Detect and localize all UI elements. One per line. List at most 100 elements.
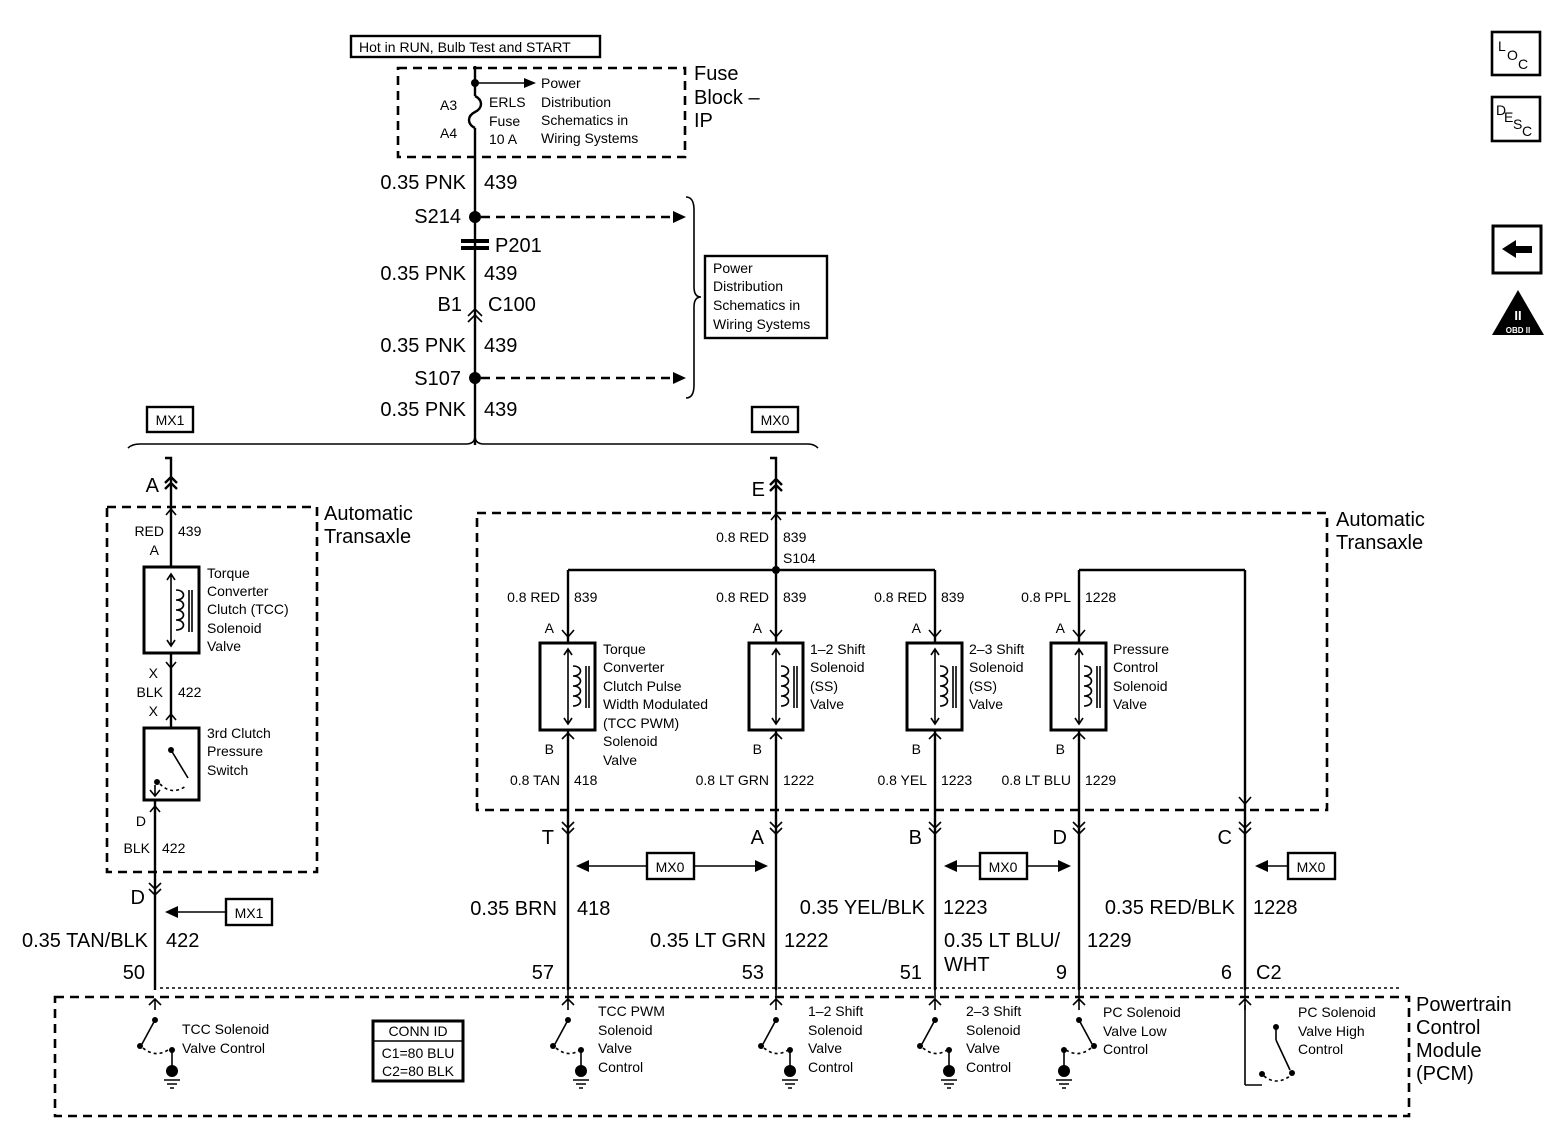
mx0-box-3	[1286, 851, 1337, 881]
right-feed-gauge: 0.8 RED	[716, 529, 769, 545]
sol4-coil-icon	[1083, 665, 1093, 707]
sol3-label-1: 2–3 Shift	[969, 641, 1024, 657]
sol2-pin-a: A	[753, 620, 763, 636]
sol2-a-mark	[769, 629, 783, 639]
driver4-label-4: Control	[966, 1059, 1011, 1075]
tcc-label-5: Valve	[207, 638, 241, 654]
left-pin-d: D	[136, 813, 146, 829]
feed-wire1-gauge: 0.35 PNK	[380, 172, 466, 194]
driver3-label-4: Control	[808, 1059, 853, 1075]
obd-ii-icon[interactable]: II OBD II	[1492, 290, 1544, 335]
pcm-title-2: Control	[1416, 1017, 1480, 1039]
driver1-arc	[142, 1047, 169, 1055]
pcm-pin-57: 57	[532, 962, 554, 984]
pds-box-line-1: Power	[713, 260, 753, 276]
left-trans-title-2: Transaxle	[324, 526, 411, 548]
sol4-in-circuit: 1228	[1085, 589, 1116, 605]
sol3-label-2: Solenoid	[969, 659, 1024, 675]
driver5-blade	[1078, 1019, 1093, 1045]
left-wire-top-color: RED	[134, 523, 164, 539]
sol1-in-circuit: 839	[574, 589, 598, 605]
w418-circuit: 418	[577, 898, 610, 920]
sol2-out-circuit: 1222	[783, 772, 814, 788]
switch-label-3: Switch	[207, 762, 248, 778]
pcm-d-pin: D	[131, 887, 145, 909]
hot-label: Hot in RUN, Bulb Test and START	[359, 39, 571, 55]
p201-connector-top	[461, 239, 489, 243]
left-entry-pin: A	[146, 475, 160, 497]
sol3-out-gauge: 0.8 YEL	[877, 772, 927, 788]
sol4-label-2: Control	[1113, 659, 1158, 675]
left-d-connector-icon	[148, 882, 162, 897]
sol1-out-gauge: 0.8 TAN	[510, 772, 560, 788]
feed-wire4-circuit: 439	[484, 399, 517, 421]
left-mid-color: BLK	[137, 684, 164, 700]
mx0-arrow2-left-icon	[944, 860, 957, 872]
sol2-label-1: 1–2 Shift	[810, 641, 865, 657]
w1229-circuit: 1229	[1087, 930, 1132, 952]
out-conn-c-icon	[1238, 821, 1252, 836]
left-pin-x2: X	[149, 703, 159, 719]
pcm-pin-9: 9	[1056, 962, 1067, 984]
sol2-in-gauge: 0.8 RED	[716, 589, 769, 605]
sol2-label-2: Solenoid	[810, 659, 865, 675]
sol1-coil-icon	[572, 665, 582, 707]
tcc-label-2: Converter	[207, 583, 269, 599]
left-sol-pin-a: A	[150, 542, 160, 558]
driver2-label-1: TCC PWM	[598, 1003, 665, 1019]
tcc-label-4: Solenoid	[207, 620, 262, 636]
loc-icon[interactable]: L O C	[1490, 30, 1542, 77]
driver4-blade	[921, 1019, 936, 1045]
fuse-block-title-3: IP	[694, 110, 713, 132]
right-trans-title-2: Transaxle	[1336, 532, 1423, 554]
desc-icon[interactable]: D E S C	[1490, 95, 1542, 143]
driver3-arc	[763, 1047, 789, 1055]
hot-label-box	[349, 34, 602, 59]
pcm-entry-51-icon	[928, 990, 942, 1010]
right-entry-connector	[769, 456, 783, 500]
driver1-label-1: TCC Solenoid	[182, 1021, 269, 1037]
w1229-gauge-2: WHT	[944, 954, 990, 976]
loc-letter-c: C	[1518, 56, 1528, 72]
driver3-label-1: 1–2 Shift	[808, 1003, 863, 1019]
sol3-label-3: (SS)	[969, 678, 997, 694]
driver2-blade	[554, 1019, 569, 1045]
pcm-driver-2-3-shift: 2–3 Shift Solenoid Valve Control	[917, 1003, 1021, 1089]
pds-box-line-2: Distribution	[713, 278, 783, 294]
fuse-pds-ref-1: Power	[541, 75, 581, 91]
pressure-switch-blade	[170, 749, 189, 779]
conn-id-box	[371, 1019, 465, 1083]
sol1-pin-b: B	[545, 741, 554, 757]
pressure-switch-arrow-icon	[149, 785, 161, 798]
sol2-pin-b: B	[753, 741, 762, 757]
mx0-arrow1-right-icon	[755, 860, 768, 872]
pcm-pin-53: 53	[742, 962, 764, 984]
sol1-in-gauge: 0.8 RED	[507, 589, 560, 605]
fuse-pin-a3: A3	[440, 97, 457, 113]
feed-wire2-circuit: 439	[484, 263, 517, 285]
sol2-label-4: Valve	[810, 696, 844, 712]
feed-wire3-circuit: 439	[484, 335, 517, 357]
driver4-label-2: Solenoid	[966, 1022, 1021, 1038]
w422-circuit: 422	[166, 930, 199, 952]
right-entry-pin: E	[752, 479, 765, 501]
splice-s214-label: S214	[414, 206, 461, 228]
left-bottom-circuit: 422	[162, 840, 186, 856]
sol2-arrow	[771, 647, 781, 726]
back-arrow-icon[interactable]	[1491, 224, 1543, 275]
splice-s107-label: S107	[414, 368, 461, 390]
driver2-ground-bars-icon	[573, 1079, 589, 1089]
sol4-in-gauge: 0.8 PPL	[1021, 589, 1071, 605]
mx1-top-box	[145, 405, 195, 434]
driver4-arc	[922, 1047, 948, 1055]
driver2-label-3: Valve	[598, 1040, 632, 1056]
feed-wire2-gauge: 0.35 PNK	[380, 263, 466, 285]
sol3-pin-b: B	[912, 741, 921, 757]
sol3-a-mark	[928, 629, 942, 639]
driver6-label-1: PC Solenoid	[1298, 1004, 1376, 1020]
driver3-ground-bars-icon	[782, 1079, 798, 1089]
fuse-block-outline	[396, 66, 687, 159]
driver2-ground-icon	[575, 1065, 587, 1077]
driver6-label-2: Valve High	[1298, 1023, 1365, 1039]
pcm-driver-pc-high: PC Solenoid Valve High Control	[1244, 1004, 1376, 1086]
